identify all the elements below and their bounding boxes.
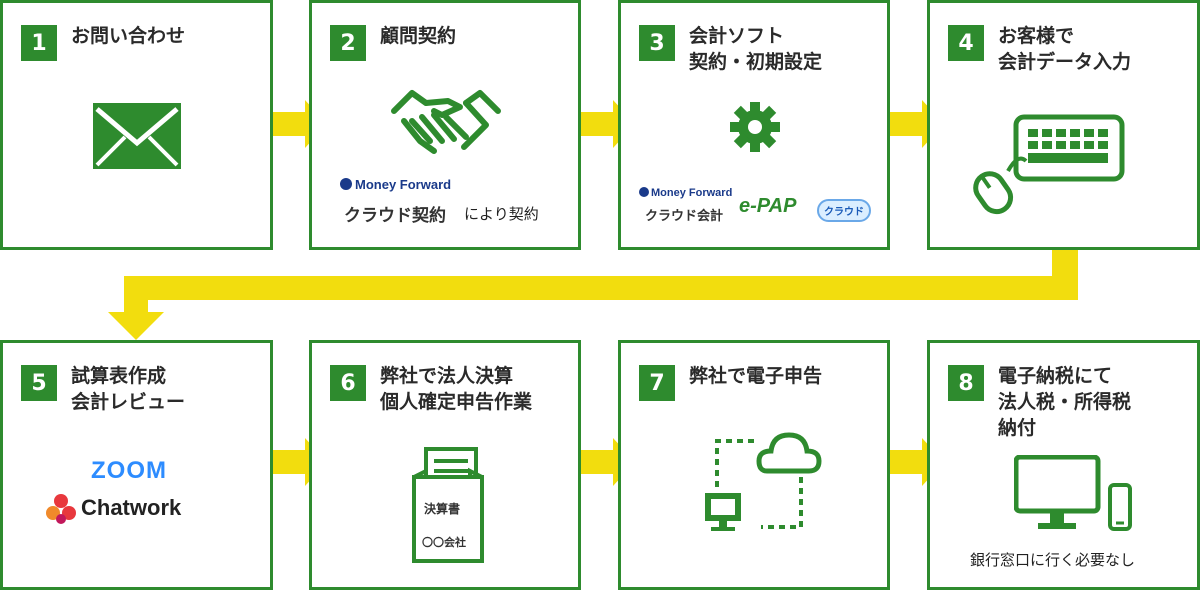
step-title: 弊社で電子申告 [689,365,823,387]
step-title: 顧問契約 [380,25,457,47]
step-3-card: 3 会計ソフト 契約・初期設定 Money Forward クラウド会計 e-P… [618,0,890,250]
chatwork-logo-text: Chatwork [81,495,182,520]
step-4-card: 4 お客様で 会計データ入力 [927,0,1200,250]
cloud-upload-icon [705,432,822,531]
epap-logo: e-PAP [739,195,797,217]
chatwork-logo-icon [46,494,76,524]
step-caption: により契約 [464,205,539,223]
product-logo-text: クラウド会計 [645,209,724,224]
zoom-logo: ZOOM [91,457,167,484]
step-title: お客様で 会計データ入力 [998,25,1132,73]
step-caption: 銀行窓口に行く必要なし [970,551,1136,569]
step-number: 2 [330,25,366,61]
step-number: 3 [639,25,675,61]
step-7-card: 7 弊社で電子申告 [618,340,890,590]
moneyforward-logo: Money Forward [639,187,732,199]
step-number: 4 [948,25,984,61]
cloud-badge-logo: クラウド [817,199,871,222]
step-5-card: 5 試算表作成 会計レビュー ZOOM Chatwork [0,340,273,590]
moneyforward-logo: Money Forward [340,177,451,192]
step-number: 6 [330,365,366,401]
step-title: 会計ソフト 契約・初期設定 [689,25,823,73]
connector-arrow-icon [108,250,1078,340]
step-number: 8 [948,365,984,401]
step-title: 弊社で法人決算 個人確定申告作業 [380,365,533,413]
monitor-phone-icon [1014,455,1132,531]
gear-icon [730,102,780,152]
step-title: お問い合わせ [71,25,186,47]
step-2-card: 2 顧問契約 Money Forward クラウド契約 により契約 [309,0,581,250]
step-number: 7 [639,365,675,401]
step-title: 電子納税にて 法人税・所得税 納付 [998,365,1132,439]
keyboard-mouse-icon [973,114,1125,215]
document-label: 決算書 [424,502,461,516]
step-title: 試算表作成 会計レビュー [71,365,186,413]
handshake-icon [391,90,501,154]
document-company: 〇〇会社 [422,536,466,549]
step-number: 1 [21,25,57,61]
step-6-card: 6 弊社で法人決算 個人確定申告作業 決算書 〇〇会社 [309,340,581,590]
step-number: 5 [21,365,57,401]
document-tray-icon [412,447,484,563]
product-logo-text: クラウド契約 [344,206,446,226]
envelope-icon [93,103,181,169]
step-8-card: 8 電子納税にて 法人税・所得税 納付 銀行窓口に行く必要なし [927,340,1200,590]
step-1-card: 1 お問い合わせ [0,0,273,250]
